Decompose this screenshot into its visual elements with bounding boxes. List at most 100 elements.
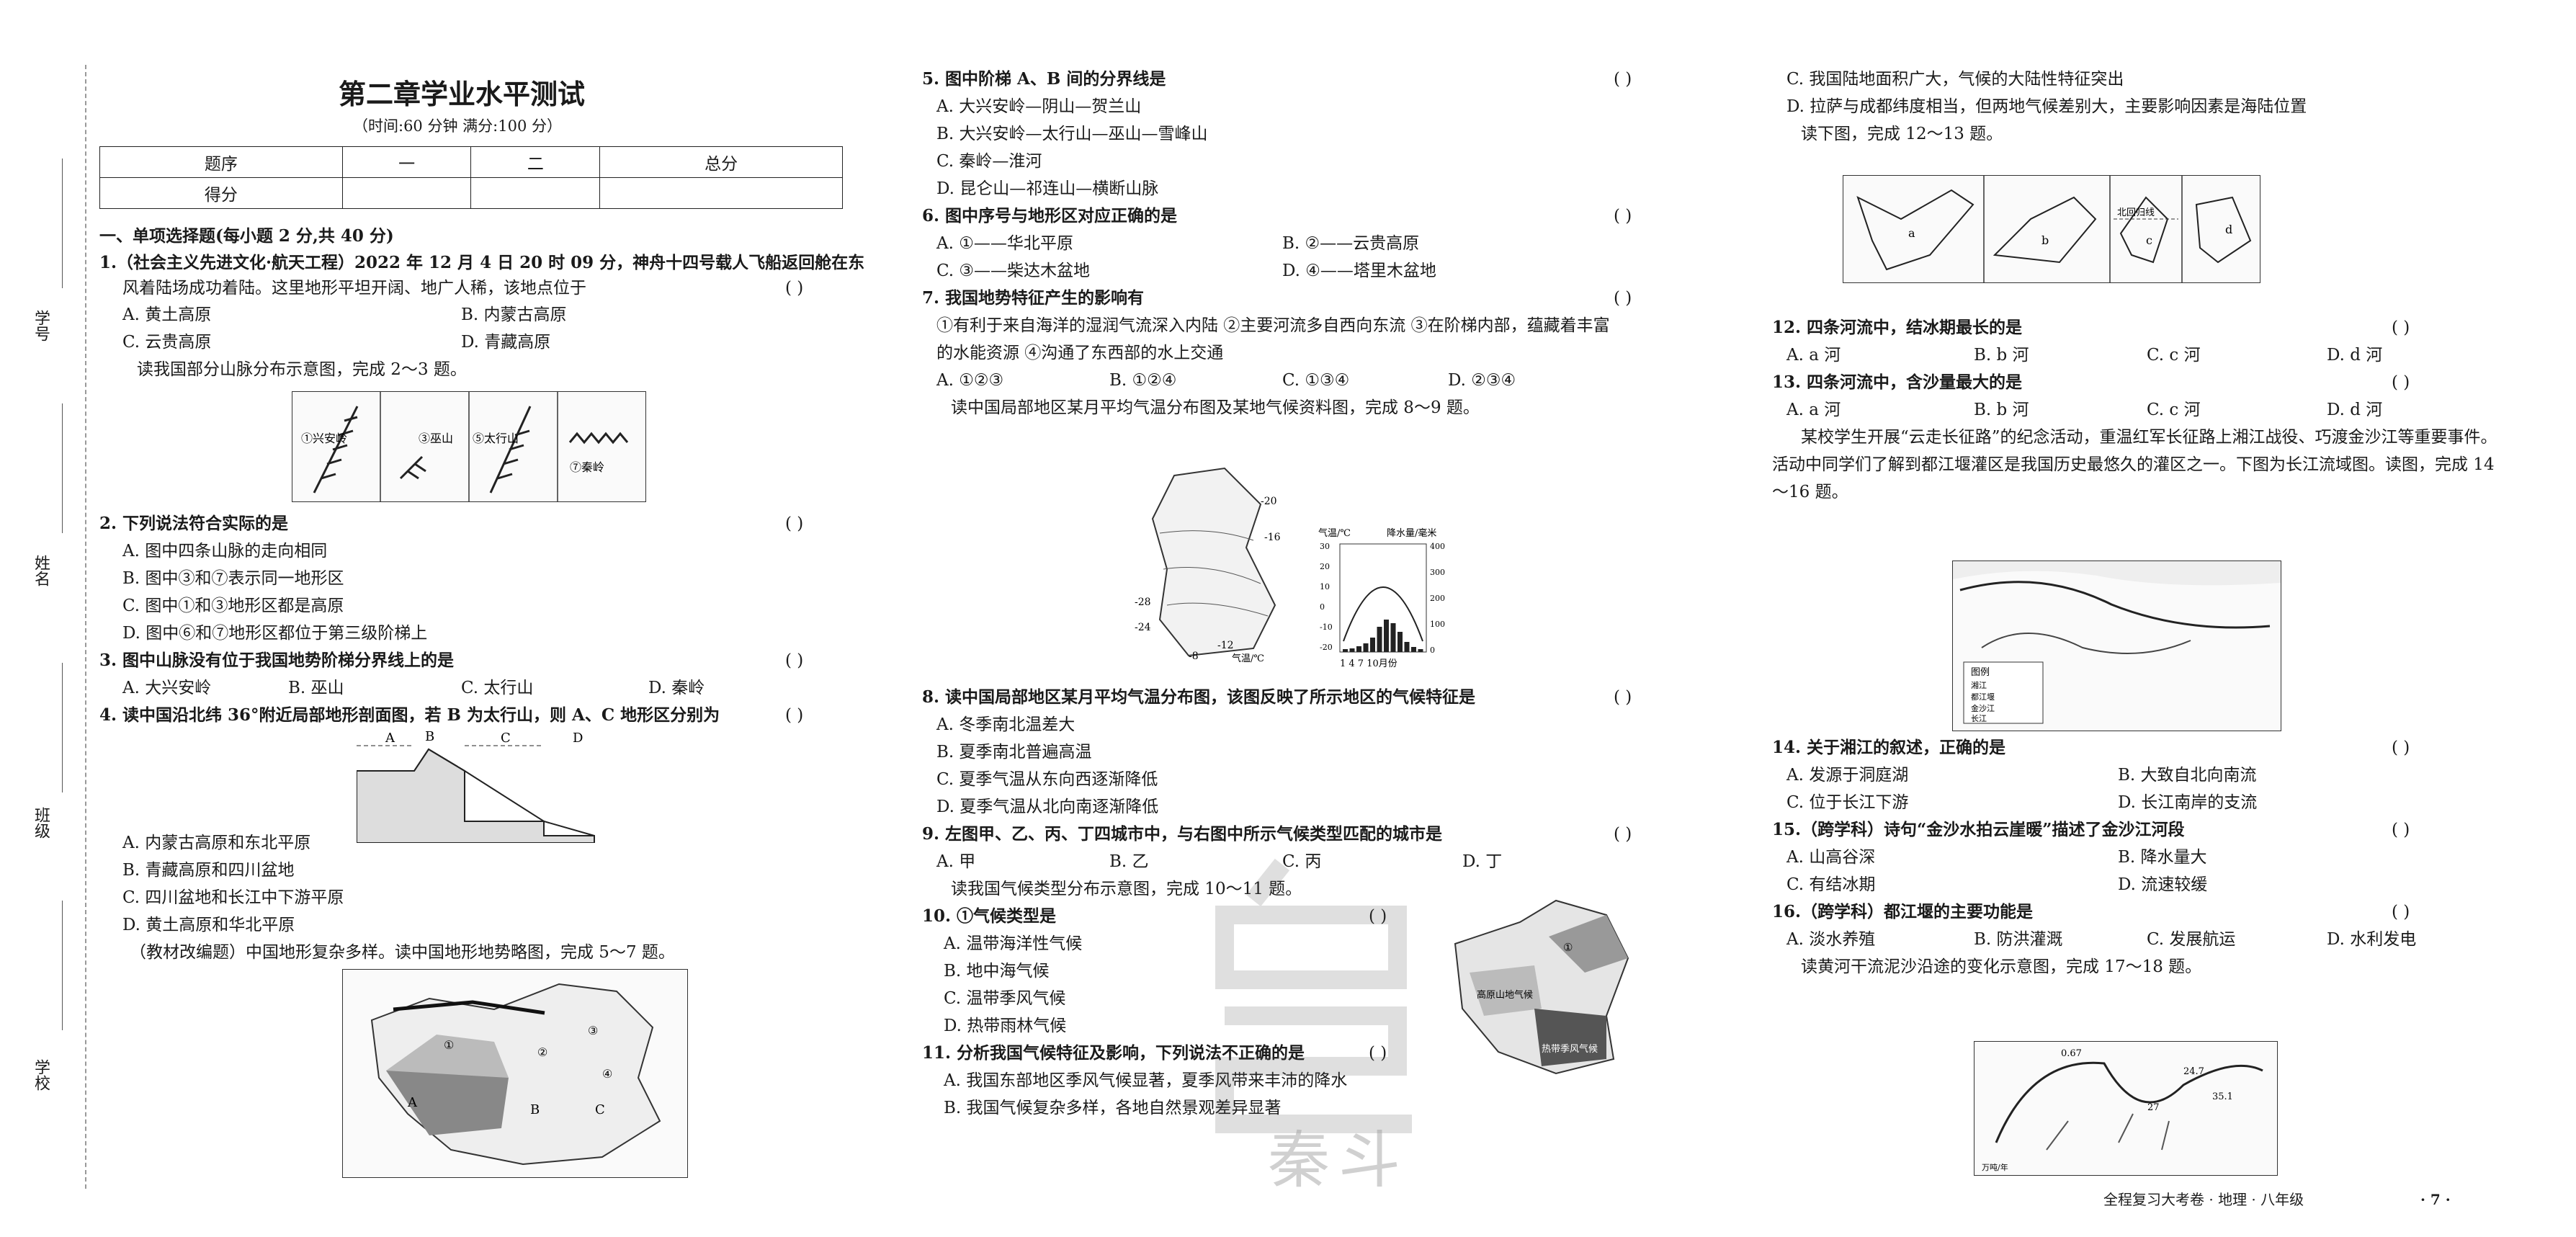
answer-option[interactable]: B. 防洪灌溉: [1974, 930, 2063, 949]
answer-blank[interactable]: ( ): [785, 651, 804, 670]
terrain-label: ③: [588, 1024, 598, 1037]
answer-option[interactable]: B. ②——云贵高原: [1282, 234, 1420, 253]
answer-option[interactable]: A. 大兴安岭: [122, 679, 212, 697]
answer-option[interactable]: D. 丁: [1462, 852, 1503, 871]
answer-option[interactable]: A. a 河: [1786, 346, 1841, 365]
answer-blank[interactable]: ( ): [1369, 1044, 1387, 1063]
answer-option[interactable]: C. 发展航运: [2147, 930, 2236, 949]
answer-blank[interactable]: ( ): [1614, 688, 1632, 707]
answer-option[interactable]: A. 内蒙古高原和东北平原: [122, 834, 311, 852]
page-number: · 7 ·: [2420, 1191, 2451, 1208]
answer-blank[interactable]: ( ): [1614, 207, 1632, 225]
answer-option[interactable]: B. 大致自北向南流: [2118, 766, 2257, 785]
score-input-cell[interactable]: [470, 177, 601, 209]
answer-option[interactable]: C. c 河: [2147, 346, 2201, 365]
answer-option[interactable]: C. 丙: [1282, 852, 1322, 871]
answer-option[interactable]: B. 青藏高原和四川盆地: [122, 861, 295, 880]
answer-option[interactable]: A. 大兴安岭—阴山—贺兰山: [936, 97, 1142, 116]
answer-option[interactable]: B. 巫山: [288, 679, 344, 697]
answer-blank[interactable]: ( ): [2392, 738, 2410, 757]
answer-option[interactable]: C. 有结冰期: [1786, 875, 1876, 894]
answer-blank[interactable]: ( ): [2392, 903, 2410, 921]
answer-option[interactable]: D. 昆仑山—祁连山—横断山脉: [936, 179, 1159, 198]
answer-blank[interactable]: ( ): [1614, 289, 1632, 308]
answer-option[interactable]: A. 温带海洋性气候: [944, 934, 1083, 953]
answer-option[interactable]: D. 秦岭: [648, 679, 705, 697]
answer-blank[interactable]: ( ): [785, 706, 804, 725]
question-text: 5. 图中阶梯 A、B 间的分界线是: [922, 69, 1166, 89]
answer-option[interactable]: B. 内蒙古高原: [461, 305, 567, 324]
river-label: c: [2146, 233, 2152, 247]
answer-option[interactable]: C. ③——柴达木盆地: [936, 262, 1091, 280]
answer-option[interactable]: D. d 河: [2327, 346, 2383, 365]
answer-option[interactable]: C. 我国陆地面积广大，气候的大陆性特征突出: [1786, 70, 2124, 89]
answer-option[interactable]: A. ①——华北平原: [936, 234, 1073, 253]
answer-option[interactable]: B. 地中海气候: [944, 962, 1050, 981]
answer-option[interactable]: B. 大兴安岭—太行山—巫山—雪峰山: [936, 125, 1208, 143]
answer-option[interactable]: D. 夏季气温从北向南逐渐降低: [936, 798, 1159, 816]
answer-blank[interactable]: ( ): [2392, 318, 2410, 337]
answer-option[interactable]: D. 热带雨林气候: [944, 1017, 1067, 1035]
answer-blank[interactable]: ( ): [1614, 825, 1632, 844]
tick-label: 300: [1430, 568, 1445, 577]
question-text: 7. 我国地势特征产生的影响有: [922, 288, 1145, 308]
answer-option[interactable]: C. 温带季风气候: [944, 989, 1066, 1008]
answer-option[interactable]: C. c 河: [2147, 401, 2201, 419]
table-row: 题序 一 二 总分: [99, 146, 843, 178]
answer-option[interactable]: B. 我国气候复杂多样，各地自然景观差异显著: [944, 1099, 1282, 1117]
question-text: 9. 左图甲、乙、丙、丁四城市中，与右图中所示气候类型匹配的城市是: [922, 824, 1443, 844]
answer-option[interactable]: C. 太行山: [461, 679, 534, 697]
answer-blank[interactable]: ( ): [2392, 821, 2410, 839]
answer-option[interactable]: B. 夏季南北普遍高温: [936, 743, 1092, 762]
question-text: D. 青藏高原: [461, 333, 551, 352]
answer-option[interactable]: A. a 河: [1786, 401, 1841, 419]
answer-option[interactable]: D. ②③④: [1448, 371, 1516, 390]
answer-option[interactable]: B. b 河: [1974, 346, 2029, 365]
precip-bar: [1349, 648, 1355, 652]
answer-blank[interactable]: ( ): [785, 514, 804, 533]
answer-option[interactable]: D. 流速较缓: [2118, 875, 2208, 894]
answer-option[interactable]: D. 黄土高原和华北平原: [122, 916, 295, 934]
answer-option[interactable]: D. ④——塔里木盆地: [1282, 262, 1436, 280]
answer-option[interactable]: 风着陆场成功着陆。这里地形平坦开阔、地广人稀，该地点位于: [122, 279, 586, 298]
terrain-label: B: [530, 1102, 540, 1117]
answer-blank[interactable]: ( ): [1614, 70, 1632, 89]
answer-option[interactable]: B. b 河: [1974, 401, 2029, 419]
answer-blank[interactable]: ( ): [2392, 373, 2410, 392]
answer-blank[interactable]: ( ): [1369, 907, 1387, 926]
answer-option[interactable]: A. 图中四条山脉的走向相同: [122, 542, 328, 561]
tick-label: -10: [1320, 622, 1333, 632]
terrain-label: ①: [444, 1038, 454, 1052]
answer-option[interactable]: B. 降水量大: [2118, 848, 2207, 867]
huanghe-label: 27: [2147, 1102, 2160, 1113]
side-label-name: 姓名: [32, 555, 50, 586]
answer-option[interactable]: B. ①②④: [1109, 371, 1177, 390]
precip-bar: [1343, 649, 1348, 652]
answer-option[interactable]: D. 图中⑥和⑦地形区都位于第三级阶梯上: [122, 624, 428, 643]
answer-option[interactable]: D. d 河: [2327, 401, 2383, 419]
answer-option[interactable]: D. 拉萨与成都纬度相当，但两地气候差别大，主要影响因素是海陆位置: [1786, 97, 2307, 116]
answer-option[interactable]: A. 黄土高原: [122, 305, 212, 324]
answer-option[interactable]: 1.（社会主义先进文化·航天工程）2022 年 12 月 4 日 20 时 09…: [99, 253, 865, 272]
answer-option[interactable]: A. 我国东部地区季风气候显著，夏季风带来丰沛的降水: [944, 1071, 1348, 1090]
answer-option[interactable]: A. ①②③: [936, 371, 1004, 390]
answer-option[interactable]: C. 夏季气温从东向西逐渐降低: [936, 770, 1158, 789]
answer-option[interactable]: C. 四川盆地和长江中下游平原: [122, 888, 344, 907]
answer-option[interactable]: B. 乙: [1109, 852, 1149, 871]
answer-option[interactable]: D. 长江南岸的支流: [2118, 793, 2258, 812]
score-input-cell[interactable]: [599, 177, 843, 209]
answer-option[interactable]: C. 图中①和③地形区都是高原: [122, 597, 344, 615]
score-input-cell[interactable]: [341, 177, 472, 209]
answer-option[interactable]: A. 淡水养殖: [1786, 930, 1876, 949]
answer-option[interactable]: A. 冬季南北温差大: [936, 715, 1075, 734]
answer-blank[interactable]: ( ): [785, 279, 804, 298]
axis-label-left: 气温/℃: [1318, 527, 1351, 539]
answer-option[interactable]: D. 水利发电: [2327, 930, 2417, 949]
answer-option[interactable]: C. ①③④: [1282, 371, 1350, 390]
answer-option[interactable]: C. 秦岭—淮河: [936, 152, 1042, 171]
answer-option[interactable]: A. 发源于洞庭湖: [1786, 766, 1909, 785]
answer-option[interactable]: A. 甲: [936, 852, 976, 871]
answer-option[interactable]: B. 图中③和⑦表示同一地形区: [122, 569, 344, 588]
answer-option[interactable]: A. 山高谷深: [1786, 848, 1876, 867]
answer-option[interactable]: C. 位于长江下游: [1786, 793, 1909, 812]
